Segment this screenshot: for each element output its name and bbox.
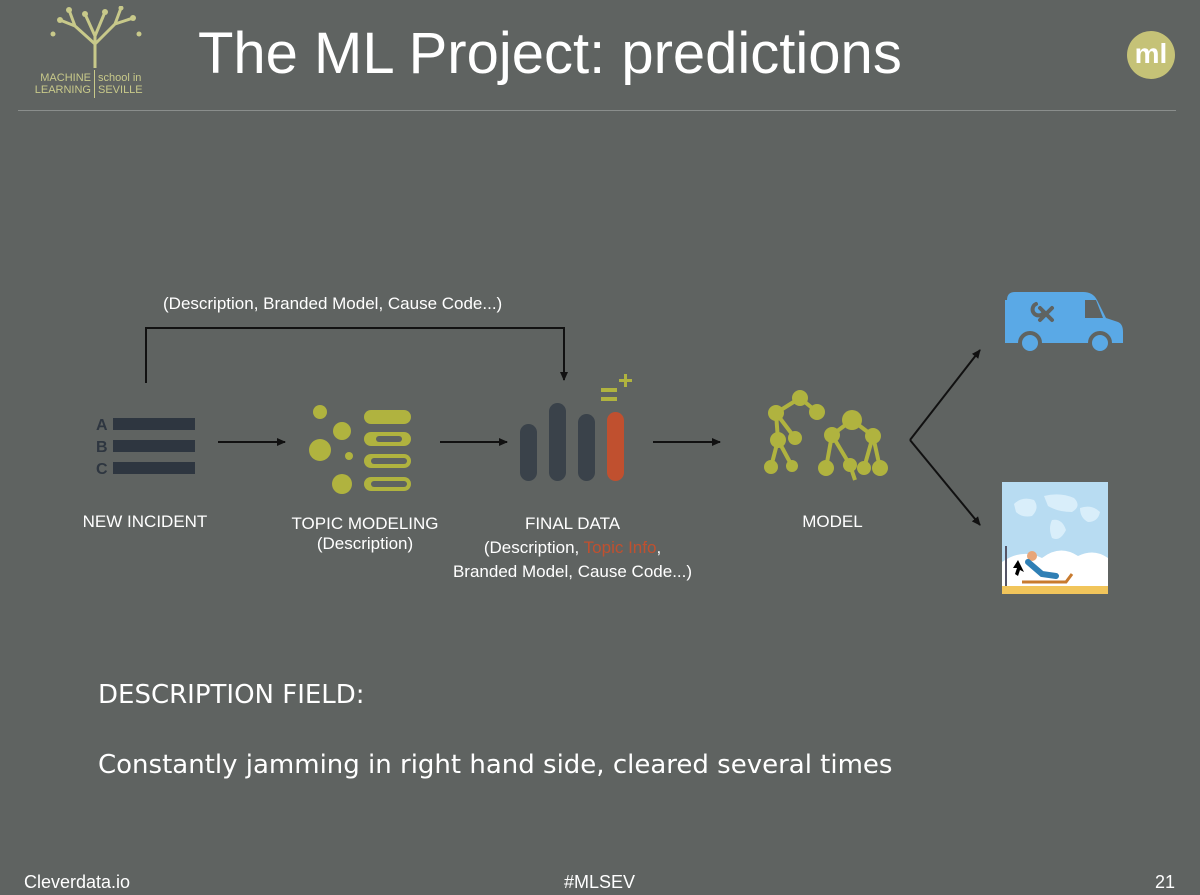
logo-text-machine: MACHINE [40, 72, 91, 84]
logo-right-text: school in SEVILLE [98, 72, 168, 96]
final-data-label: FINAL DATA (Description, Topic Info, Bra… [420, 512, 725, 584]
footer-brand: Cleverdata.io [24, 872, 131, 892]
final-data-comma: , [656, 538, 662, 557]
list-abc-icon: A B C [96, 417, 195, 478]
logo-text-learning: LEARNING [34, 84, 91, 96]
ml-logo-badge: ml [1127, 31, 1175, 79]
final-data-description: (Description, [483, 538, 584, 557]
letter-a: A [96, 417, 108, 434]
input-fields-label: (Description, Branded Model, Cause Code.… [163, 294, 503, 313]
page-number: 21 [1155, 872, 1176, 892]
tree-model-icon [769, 396, 882, 481]
logo-text-seville: SEVILLE [98, 84, 143, 96]
letter-b: B [96, 439, 108, 456]
logo-divider [94, 70, 95, 98]
arrow-model-to-van [909, 349, 981, 441]
topic-info-highlight: Topic Info [583, 538, 657, 557]
tree-model-nodes [764, 390, 888, 476]
vacation-icon [1002, 482, 1108, 594]
topic-modeling-icon [309, 405, 411, 494]
slide-title: The ML Project: predictions [198, 21, 902, 86]
tree-logo-icon [50, 6, 142, 68]
logo-text-school-in: school in [98, 72, 142, 84]
data-bars-icon [520, 374, 632, 481]
description-heading: DESCRIPTION FIELD: [98, 680, 365, 710]
topic-modeling-label: TOPIC MODELING (Description) [270, 514, 460, 554]
description-text: Constantly jamming in right hand side, c… [98, 750, 893, 780]
final-data-line2: (Description, Topic Info, [420, 536, 725, 560]
letter-c: C [96, 461, 108, 478]
logo-left-text: MACHINE LEARNING [15, 72, 91, 96]
topic-modeling-title: TOPIC MODELING [291, 514, 439, 533]
new-incident-label: NEW INCIDENT [82, 512, 208, 531]
model-label: MODEL [802, 512, 863, 531]
final-data-line3: Branded Model, Cause Code...) [452, 562, 693, 581]
bracket-arrow [145, 327, 568, 383]
arrow-model-to-vacation [909, 439, 981, 526]
vacation-image [1002, 482, 1108, 594]
final-data-title: FINAL DATA [524, 514, 621, 533]
title-divider [18, 110, 1176, 111]
topic-modeling-subtitle: (Description) [316, 534, 414, 553]
repair-van-icon [1005, 292, 1123, 355]
footer-hashtag: #MLSEV [564, 872, 636, 892]
school-logo: MACHINE LEARNING school in SEVILLE [15, 6, 165, 102]
